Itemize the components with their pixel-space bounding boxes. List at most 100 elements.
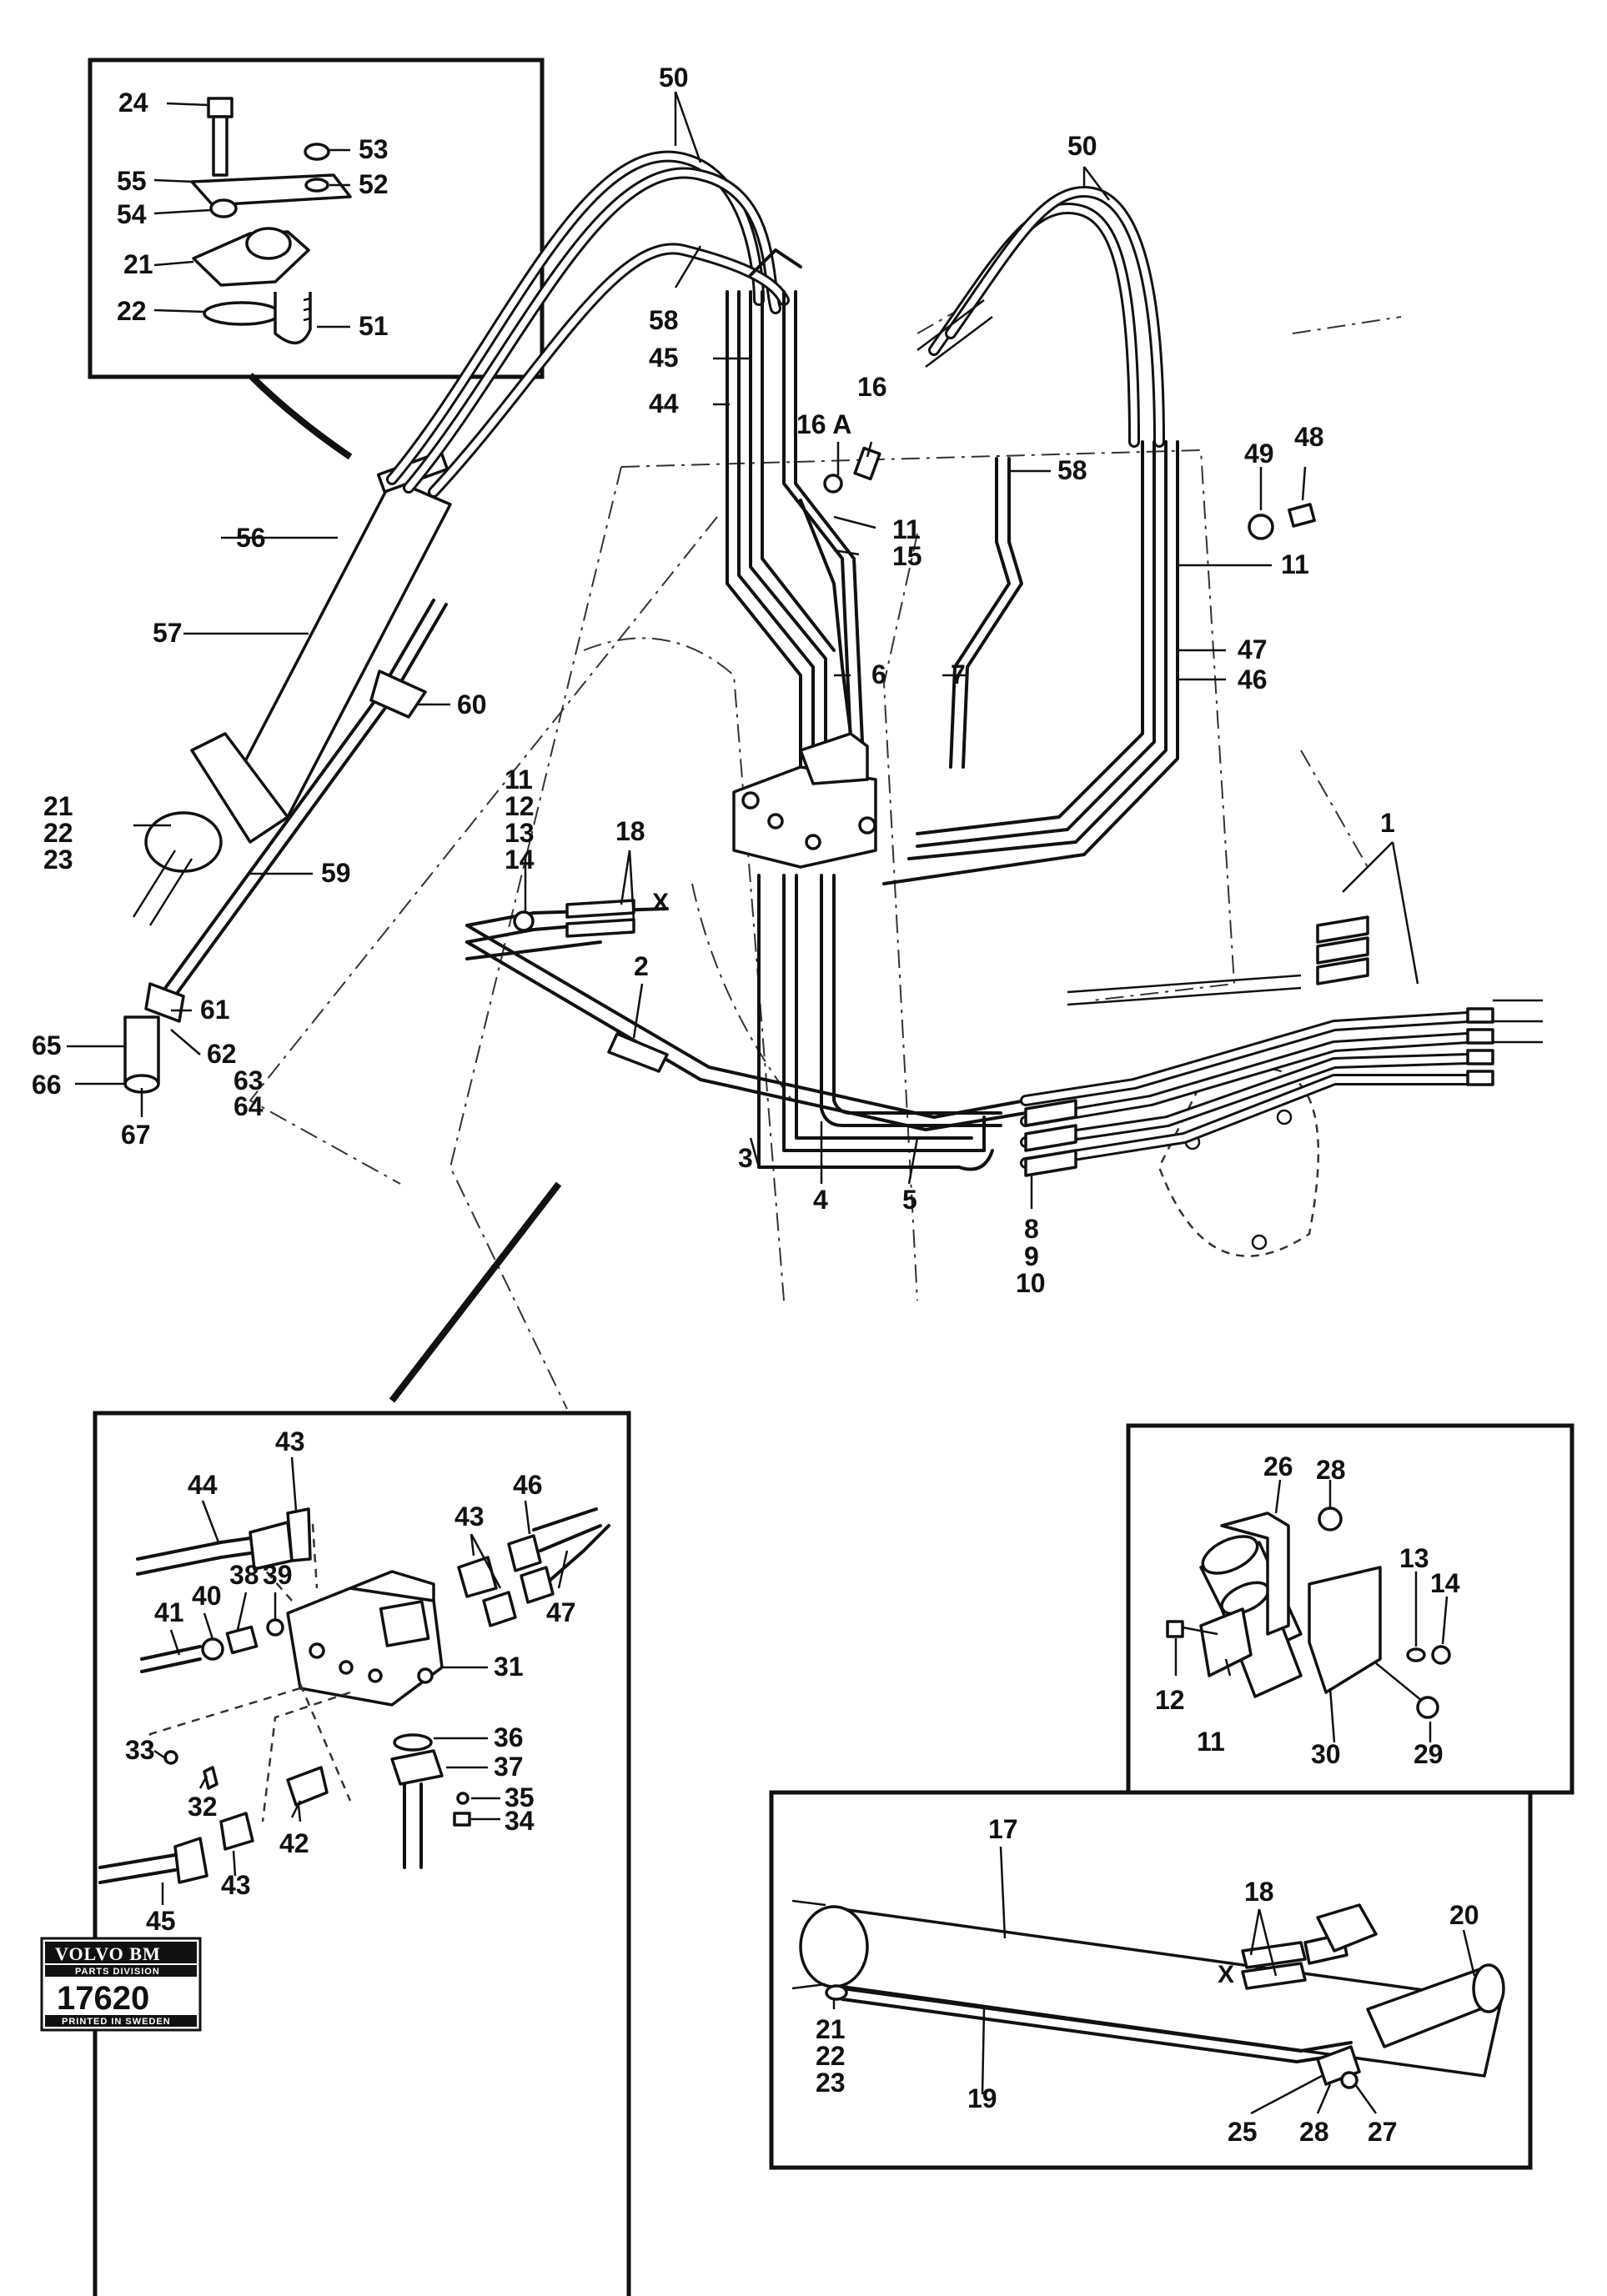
label-56: 56 bbox=[236, 523, 266, 553]
nut-53 bbox=[304, 143, 330, 161]
label-12: 12 bbox=[505, 791, 535, 821]
u-bolt-51 bbox=[274, 292, 312, 344]
label-d34: 34 bbox=[505, 1806, 535, 1836]
bracket-26 bbox=[1220, 1511, 1290, 1636]
pipes-3-4-5 bbox=[757, 874, 1002, 1171]
hose-bundle-50-right bbox=[916, 186, 1165, 448]
hose-bundle-50-left bbox=[386, 150, 790, 498]
label-16a: 16 A bbox=[796, 409, 851, 439]
label-61: 61 bbox=[200, 995, 230, 1025]
label-d32: 32 bbox=[188, 1792, 218, 1822]
inset-clamp-detail: 26 28 13 14 12 11 30 29 bbox=[1126, 1423, 1574, 1795]
label-d37: 37 bbox=[494, 1752, 524, 1782]
label-d41: 41 bbox=[154, 1597, 184, 1627]
label-e18: 18 bbox=[1244, 1877, 1274, 1907]
label-d44: 44 bbox=[188, 1470, 218, 1500]
label-11-top: 11 bbox=[892, 514, 921, 544]
label-59: 59 bbox=[321, 858, 351, 888]
label-e19: 19 bbox=[967, 2083, 997, 2113]
volvo-bm-logo: VOLVO BM PARTS DIVISION 17620 PRINTED IN… bbox=[40, 1937, 202, 2032]
label-e21: 21 bbox=[816, 2014, 846, 2044]
label-c29: 29 bbox=[1414, 1739, 1444, 1769]
label-47: 47 bbox=[1238, 634, 1268, 664]
label-50-left: 50 bbox=[659, 63, 689, 93]
label-64: 64 bbox=[234, 1091, 264, 1121]
label-49: 49 bbox=[1244, 439, 1274, 469]
inset-valve-detail: 43 44 46 43 39 38 40 41 47 31 36 33 37 3… bbox=[93, 1411, 631, 2296]
label-46: 46 bbox=[1238, 664, 1268, 694]
label-2: 2 bbox=[634, 951, 649, 981]
label-c14: 14 bbox=[1430, 1568, 1460, 1598]
label-11-right: 11 bbox=[1281, 549, 1309, 579]
label-60: 60 bbox=[457, 689, 487, 719]
label-18: 18 bbox=[615, 816, 645, 846]
label-4: 4 bbox=[813, 1185, 828, 1215]
label-45: 45 bbox=[649, 343, 679, 373]
label-63: 63 bbox=[234, 1065, 264, 1095]
label-d38: 38 bbox=[229, 1560, 259, 1590]
label-c30: 30 bbox=[1311, 1739, 1341, 1769]
label-c26: 26 bbox=[1263, 1451, 1293, 1481]
label-44: 44 bbox=[649, 389, 679, 419]
label-c11: 11 bbox=[1197, 1727, 1225, 1757]
label-24: 24 bbox=[118, 88, 148, 118]
main-assembly: 50 50 58 45 44 16 A 16 58 49 48 11 15 11… bbox=[32, 63, 1543, 1410]
label-d43-top: 43 bbox=[275, 1426, 305, 1456]
label-23-left: 23 bbox=[43, 845, 73, 875]
label-e27: 27 bbox=[1368, 2117, 1398, 2147]
label-62: 62 bbox=[207, 1039, 237, 1069]
label-8: 8 bbox=[1024, 1214, 1039, 1244]
label-c13: 13 bbox=[1399, 1543, 1429, 1573]
label-e28: 28 bbox=[1299, 2117, 1329, 2147]
pipes-44-45 bbox=[726, 290, 864, 769]
label-55: 55 bbox=[117, 166, 147, 196]
bolt-24 bbox=[207, 97, 234, 177]
label-57: 57 bbox=[153, 618, 183, 648]
valve-block bbox=[732, 732, 877, 869]
label-3: 3 bbox=[738, 1143, 753, 1173]
label-d40: 40 bbox=[192, 1581, 222, 1611]
label-53: 53 bbox=[359, 134, 389, 164]
label-21-left: 21 bbox=[43, 791, 73, 821]
label-e17: 17 bbox=[988, 1814, 1018, 1844]
label-50-right: 50 bbox=[1067, 131, 1097, 161]
label-d47: 47 bbox=[546, 1597, 576, 1627]
label-d36: 36 bbox=[494, 1722, 524, 1752]
logo-division: PARTS DIVISION bbox=[75, 1967, 160, 1977]
inset-flange-detail: 24 53 55 52 54 21 22 51 bbox=[88, 58, 545, 460]
inset-cylinder-detail: 17 18 20 X 21 22 23 19 25 28 27 bbox=[769, 1790, 1533, 2170]
label-d46: 46 bbox=[513, 1470, 543, 1500]
label-1: 1 bbox=[1380, 808, 1395, 838]
label-48: 48 bbox=[1294, 422, 1324, 452]
label-66: 66 bbox=[32, 1070, 62, 1100]
label-d43-bottom: 43 bbox=[221, 1870, 251, 1900]
label-13: 13 bbox=[505, 818, 535, 848]
label-22-left: 22 bbox=[43, 818, 73, 848]
ring-54 bbox=[209, 198, 238, 218]
label-e20: 20 bbox=[1449, 1900, 1479, 1930]
label-14: 14 bbox=[505, 845, 535, 875]
logo-brand: VOLVO BM bbox=[55, 1943, 161, 1964]
label-15: 15 bbox=[892, 541, 922, 571]
label-d39: 39 bbox=[263, 1560, 293, 1590]
label-22: 22 bbox=[117, 296, 147, 326]
label-67: 67 bbox=[121, 1120, 151, 1150]
label-58-left: 58 bbox=[649, 305, 679, 335]
label-d43-right: 43 bbox=[454, 1501, 485, 1532]
hoses-1-right bbox=[1020, 915, 1543, 1169]
label-58-right: 58 bbox=[1057, 455, 1087, 485]
label-e22: 22 bbox=[816, 2041, 846, 2071]
label-d33: 33 bbox=[125, 1735, 155, 1765]
label-e-x: X bbox=[1218, 1961, 1234, 1988]
label-11-mid: 11 bbox=[505, 764, 533, 795]
pipes-46-47 bbox=[882, 440, 1179, 885]
o-ring-22 bbox=[203, 301, 281, 326]
label-c12: 12 bbox=[1155, 1685, 1185, 1715]
label-6: 6 bbox=[871, 659, 886, 689]
label-d45: 45 bbox=[146, 1906, 176, 1936]
label-9: 9 bbox=[1024, 1241, 1039, 1271]
plate-30 bbox=[1308, 1566, 1382, 1694]
label-d35: 35 bbox=[505, 1782, 535, 1812]
label-54: 54 bbox=[117, 199, 147, 229]
